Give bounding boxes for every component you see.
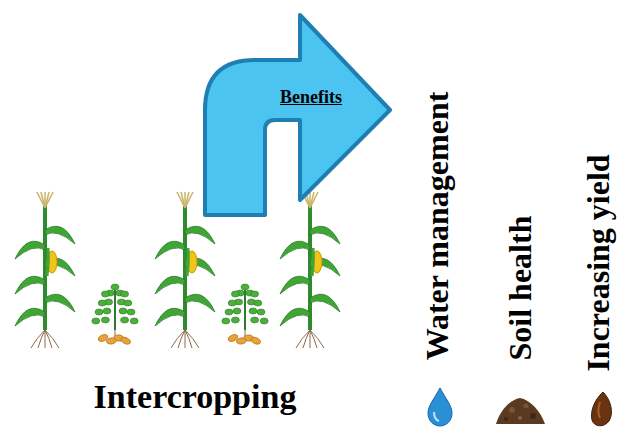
main-label: Intercropping (94, 380, 297, 414)
benefit-label: Increasing yield (582, 155, 614, 372)
crop-plants (15, 192, 340, 348)
seed-icon (591, 392, 611, 426)
benefits-arrow: Benefits (200, 8, 400, 220)
soil-icon (496, 398, 545, 424)
benefit-label: Soil health (504, 215, 536, 360)
arrow-shape (200, 8, 400, 220)
benefit-label: Water management (421, 91, 453, 360)
water-drop-icon (428, 388, 452, 426)
arrow-label: Benefits (280, 88, 342, 106)
